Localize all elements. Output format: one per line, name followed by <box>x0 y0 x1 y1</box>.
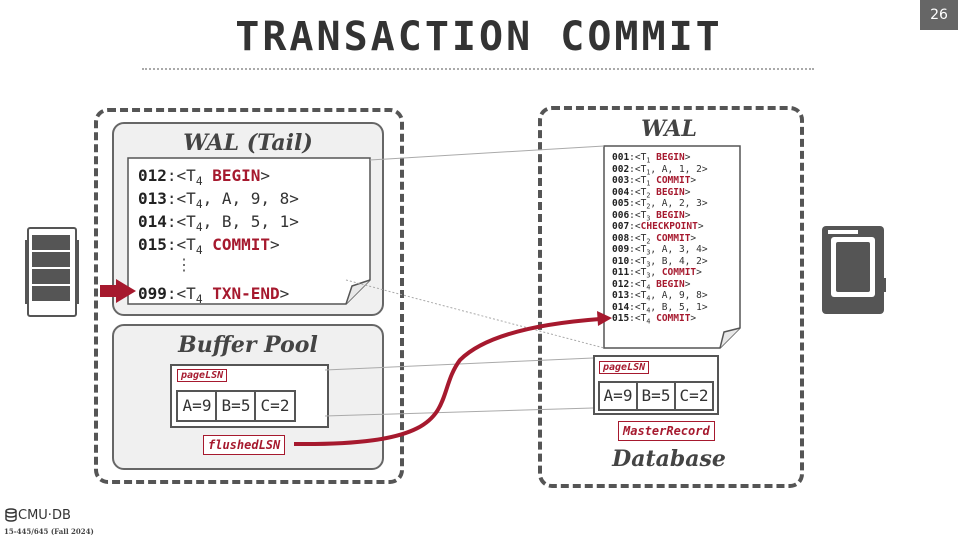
buffer-pool-title: Buffer Pool <box>178 332 318 358</box>
disk-page-lsn-label: pageLSN <box>599 361 650 374</box>
page-cell: C=2 <box>254 390 296 422</box>
master-record-label: MasterRecord <box>618 421 715 441</box>
connector-line <box>345 279 605 349</box>
log-entry: 012:<T4 BEGIN> <box>612 278 691 291</box>
cmu-db-logo: CMU·DB <box>18 508 71 523</box>
disk-boundary <box>538 106 804 488</box>
pointer-arrow-icon <box>100 279 136 303</box>
ellipsis: ⋮ <box>176 255 192 274</box>
cmu-db-logo-icon <box>5 508 17 522</box>
course-label: 15-445/645 (Fall 2024) <box>4 527 94 536</box>
log-entry: 009:<T3, A, 3, 4> <box>612 244 708 257</box>
title-divider <box>142 68 814 70</box>
log-entry: 011:<T3, COMMIT> <box>612 267 702 280</box>
database-cell: C=2 <box>674 381 714 411</box>
disk-icon <box>822 226 886 314</box>
log-entry: 007:<CHECKPOINT> <box>612 221 704 232</box>
slide-title: TRANSACTION COMMIT <box>235 14 723 60</box>
log-entry: 008:<T2 COMMIT> <box>612 232 697 245</box>
memory-boundary <box>94 108 404 484</box>
log-entry: 004:<T2 BEGIN> <box>612 186 691 199</box>
log-entry: 006:<T3 BEGIN> <box>612 209 691 222</box>
log-entry: 013:<T4, A, 9, 8> <box>138 189 299 211</box>
log-entry: 002:<T1, A, 1, 2> <box>612 163 708 176</box>
wal-tail-title: WAL (Tail) <box>183 130 313 156</box>
arrowhead-icon <box>597 311 612 326</box>
log-entry: 099:<T4 TXN-END> <box>138 284 290 306</box>
ram-icon <box>25 227 79 317</box>
log-entry: 014:<T4, B, 5, 1> <box>138 212 299 234</box>
database-cell: A=9 <box>598 381 638 411</box>
log-entry: 013:<T4, A, 9, 8> <box>612 290 708 303</box>
connector-line <box>324 407 594 417</box>
log-entry: 012:<T4 BEGIN> <box>138 166 271 188</box>
log-entry: 015:<T4 COMMIT> <box>138 235 280 257</box>
log-entry: 015:<T4 COMMIT> <box>612 313 697 326</box>
page-number: 26 <box>920 0 958 30</box>
log-entry: 005:<T2, A, 2, 3> <box>612 198 708 211</box>
log-entry: 014:<T4, B, 5, 1> <box>612 301 708 314</box>
disk-wal-title: WAL <box>641 116 697 142</box>
database-cell: B=5 <box>636 381 676 411</box>
database-label: Database <box>612 446 726 472</box>
log-entry: 003:<T1 COMMIT> <box>612 175 697 188</box>
flushed-lsn-arrow <box>293 317 601 447</box>
log-entry: 010:<T3, B, 4, 2> <box>612 255 708 268</box>
connector-line <box>369 145 605 161</box>
flushed-lsn-label: flushedLSN <box>203 435 286 455</box>
page-lsn-label: pageLSN <box>177 369 228 382</box>
log-entry: 001:<T1 BEGIN> <box>612 152 691 165</box>
